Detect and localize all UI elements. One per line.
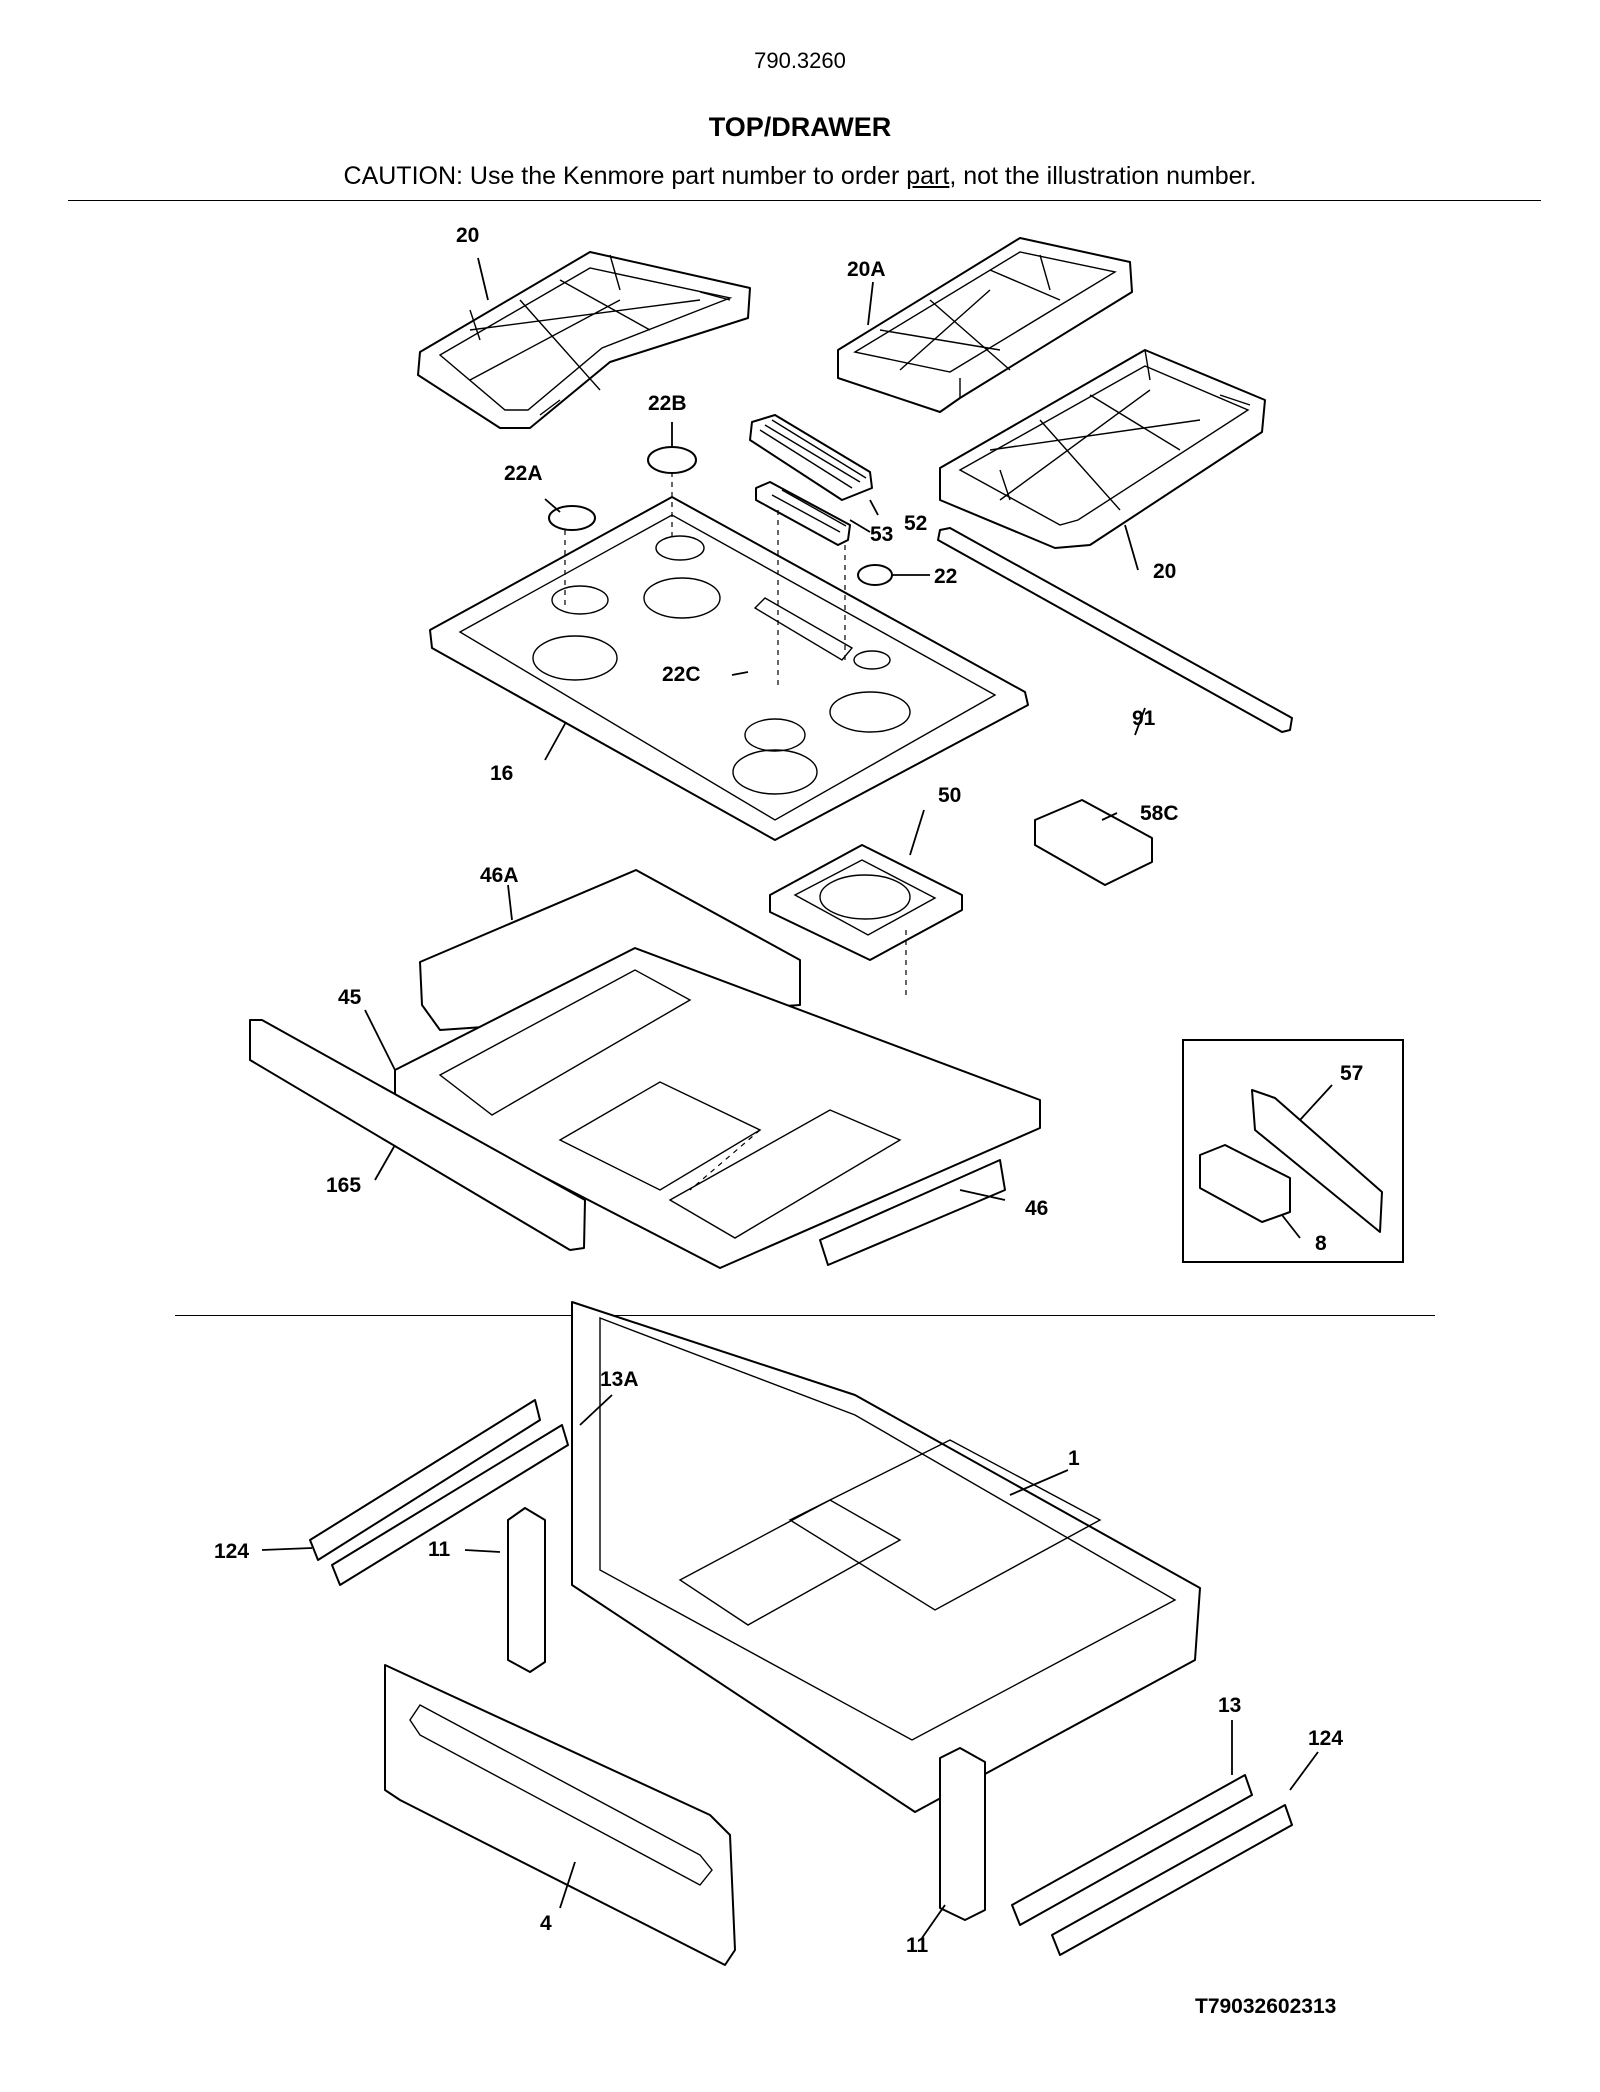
label-22a: 22A — [504, 462, 543, 485]
label-22: 22 — [934, 565, 957, 588]
burner-cap-22 — [857, 564, 893, 586]
header-rule — [68, 200, 1541, 201]
drawer-body — [571, 1301, 1201, 1813]
caution-prefix: CAUTION: Use the Kenmore part number to … — [343, 162, 907, 190]
drawer-slide-left-124 — [309, 1399, 541, 1561]
label-11-right: 11 — [906, 1934, 929, 1957]
label-11-left: 11 — [428, 1538, 451, 1561]
label-57: 57 — [1340, 1062, 1363, 1085]
inset-bracket-57 — [1251, 1089, 1383, 1233]
label-1: 1 — [1068, 1447, 1080, 1470]
drawer-bracket-right — [939, 1747, 986, 1921]
bracket-165 — [249, 1019, 586, 1251]
insulation-block — [1034, 799, 1153, 886]
label-20a: 20A — [847, 258, 886, 281]
drawer-bracket-left — [507, 1507, 546, 1673]
label-124-right: 124 — [1308, 1727, 1343, 1750]
page-title: TOP/DRAWER — [708, 112, 892, 142]
label-20-right: 20 — [1153, 560, 1176, 583]
grate-top-right — [837, 237, 1133, 413]
drawer-slide-right-13 — [1011, 1774, 1253, 1926]
label-13a: 13A — [600, 1368, 639, 1391]
part-link[interactable]: part — [906, 162, 950, 190]
diagram-part-code: T79032602313 — [1195, 1995, 1337, 2018]
grate-right — [939, 349, 1266, 549]
label-45: 45 — [338, 986, 362, 1009]
label-8: 8 — [1315, 1232, 1327, 1255]
label-46a: 46A — [480, 864, 519, 887]
label-165: 165 — [326, 1174, 361, 1197]
label-16: 16 — [490, 762, 513, 785]
label-58c: 58C — [1140, 802, 1179, 825]
label-4: 4 — [540, 1912, 552, 1935]
caution-suffix: , not the illustration number. — [949, 162, 1257, 190]
model-number: 790.3260 — [754, 48, 846, 73]
label-91: 91 — [1132, 707, 1156, 730]
caution-text: CAUTION: Use the Kenmore part number to … — [0, 162, 1600, 191]
grate-left — [417, 251, 751, 429]
label-53: 53 — [870, 523, 893, 546]
drawer-slide-left-13a — [331, 1424, 569, 1586]
inset-terminal-block-8 — [1199, 1144, 1291, 1223]
rear-trim — [937, 527, 1293, 733]
label-46: 46 — [1025, 1197, 1048, 1220]
burner-cap-22b — [647, 446, 697, 474]
alignment-lines — [564, 472, 907, 1191]
label-20-left: 20 — [456, 224, 479, 247]
drawer-slide-right-124 — [1051, 1804, 1293, 1956]
label-50: 50 — [938, 784, 961, 807]
label-22c: 22C — [662, 663, 701, 686]
burner-cap-22a — [548, 505, 596, 531]
vent-cover — [749, 414, 873, 546]
drawer-front-panel — [384, 1664, 736, 1966]
label-13: 13 — [1218, 1694, 1241, 1717]
label-22b: 22B — [648, 392, 687, 415]
label-52: 52 — [904, 512, 927, 535]
inset-frame — [1182, 1039, 1404, 1263]
drip-pan — [769, 844, 963, 961]
label-124-left: 124 — [214, 1540, 249, 1563]
cooktop-frame — [394, 947, 1041, 1269]
section-divider — [175, 1315, 1435, 1316]
